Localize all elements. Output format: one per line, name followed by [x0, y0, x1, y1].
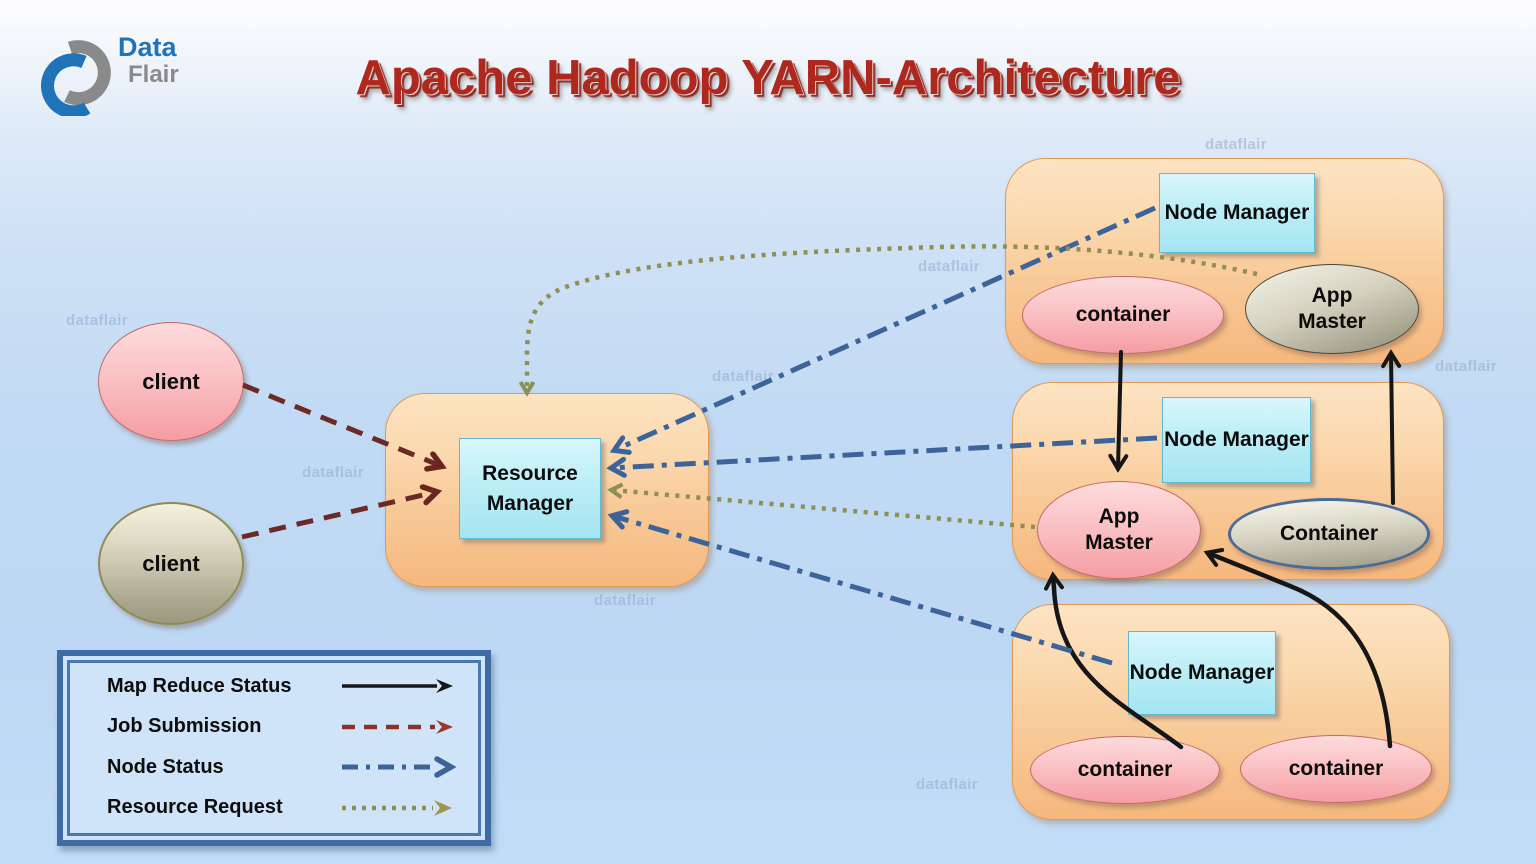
container-label: container — [1077, 757, 1173, 781]
legend-row-resource-request: Resource Request — [107, 796, 457, 819]
dataflair-watermark: dataflair — [918, 258, 980, 275]
legend-label: Node Status — [107, 755, 224, 778]
legend-row-job-submission: Job Submission — [107, 715, 457, 738]
dataflair-watermark: dataflair — [1205, 136, 1267, 153]
dataflair-watermark: dataflair — [1435, 358, 1497, 375]
node-manager-panel-top: Node Manager container App Master — [1005, 158, 1444, 364]
node-manager-panel-middle: Node Manager App Master Container — [1012, 382, 1444, 580]
client-ellipse-2: client — [98, 502, 244, 625]
node-manager-label: Node Manager — [1129, 661, 1275, 685]
legend-row-node-status: Node Status — [107, 756, 457, 779]
legend-label: Map Reduce Status — [107, 674, 292, 697]
container-ellipse-bottom-left: container — [1030, 736, 1220, 804]
resource-manager-panel: Resource Manager — [385, 393, 709, 587]
container-label: container — [1075, 302, 1171, 326]
app-master-ellipse-middle: App Master — [1037, 481, 1201, 579]
container-ellipse-top: container — [1022, 276, 1224, 354]
page-title: Apache Hadoop YARN-Architecture — [355, 51, 1181, 105]
legend-arrow-dash-dot — [342, 756, 457, 778]
legend-label: Resource Request — [107, 796, 283, 819]
app-master-ellipse-top: App Master — [1245, 264, 1419, 354]
client-label: client — [142, 550, 200, 576]
legend-arrow-dotted — [342, 799, 452, 816]
node-manager-panel-bottom: Node Manager container container — [1012, 604, 1450, 820]
legend-box: Map Reduce Status Job Submission Node St… — [57, 650, 491, 846]
node-manager-label: Node Manager — [1164, 428, 1309, 452]
dataflair-watermark: dataflair — [594, 592, 656, 609]
resource-manager-box: Resource Manager — [459, 438, 601, 539]
app-master-label: App Master — [1298, 283, 1366, 333]
app-master-label: App Master — [1085, 504, 1153, 554]
dataflair-watermark: dataflair — [712, 368, 774, 385]
legend-row-map-reduce-status: Map Reduce Status — [107, 675, 457, 698]
resource-manager-label: Resource Manager — [482, 462, 578, 515]
container-ellipse-middle: Container — [1228, 498, 1430, 570]
dataflair-logo-icon — [41, 40, 111, 116]
dataflair-watermark: dataflair — [916, 776, 978, 793]
dataflair-logo: Data Flair — [40, 34, 179, 116]
logo-word-data: Data — [118, 32, 177, 62]
node-manager-label: Node Manager — [1164, 201, 1310, 225]
node-manager-box-bottom: Node Manager — [1128, 631, 1276, 715]
dataflair-watermark: dataflair — [66, 312, 128, 329]
dataflair-watermark: dataflair — [302, 464, 364, 481]
logo-word-flair: Flair — [128, 61, 179, 88]
container-label: container — [1288, 756, 1384, 780]
client-ellipse-1: client — [98, 322, 244, 441]
legend-arrow-dashed — [342, 719, 453, 734]
client-label: client — [142, 368, 200, 394]
legend-label: Job Submission — [107, 715, 262, 738]
node-manager-box-middle: Node Manager — [1162, 397, 1311, 483]
container-label: Container — [1279, 521, 1378, 545]
dataflair-logo-text: Data Flair — [118, 34, 179, 116]
node-manager-box-top: Node Manager — [1159, 173, 1315, 253]
legend-arrow-solid — [342, 679, 453, 694]
container-ellipse-bottom-right: container — [1240, 735, 1432, 803]
